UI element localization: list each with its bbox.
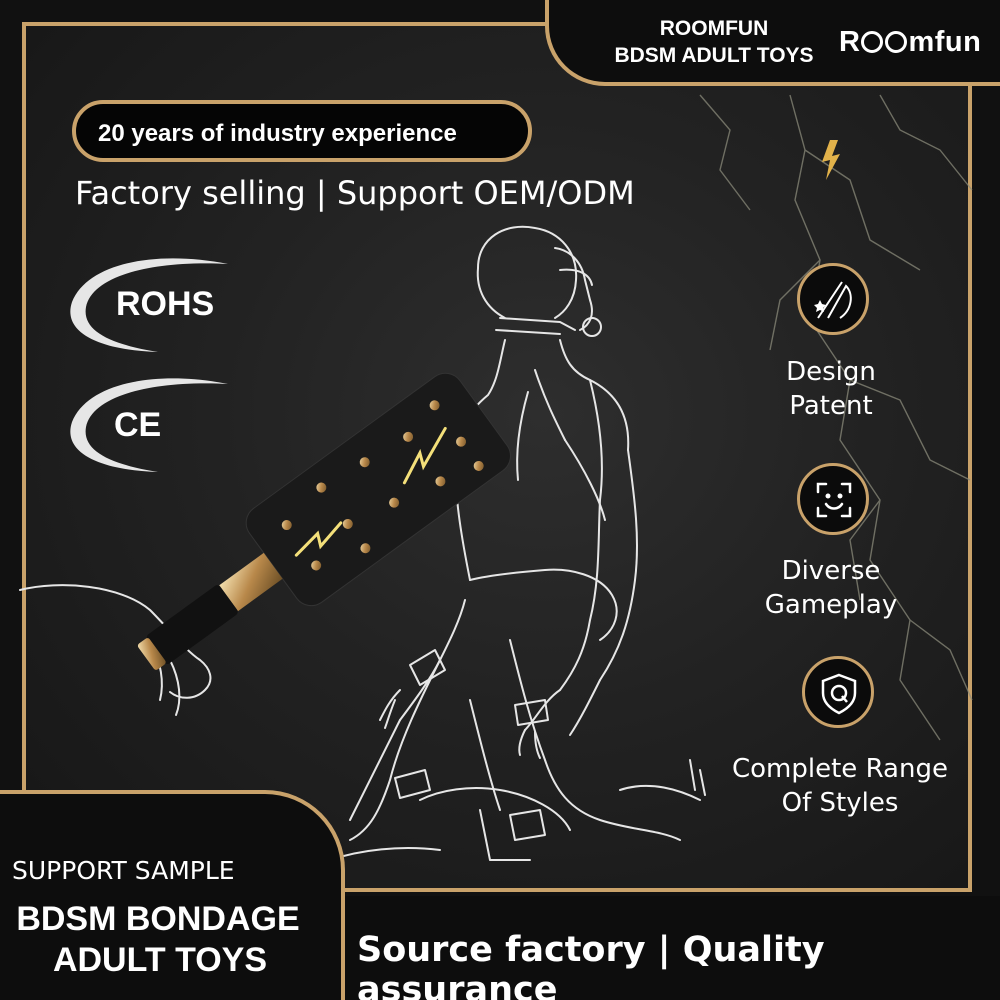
category-title-line1: BDSM BONDAGE (16, 900, 300, 938)
feature-design-patent: Design Patent (716, 355, 946, 423)
bottom-bar: Source factory | Quality assurance (345, 896, 1000, 1000)
play-face-icon (816, 482, 852, 518)
feature-range-line2: Of Styles (781, 788, 899, 818)
experience-pill: 20 years of industry experience (72, 100, 532, 162)
feature-gameplay-line2: Gameplay (764, 590, 898, 620)
logo-ring-icon (885, 31, 908, 53)
ce-badge: CE (68, 372, 238, 482)
support-sample-text: SUPPORT SAMPLE (12, 856, 235, 885)
feature-complete-range: Complete Range Of Styles (725, 752, 955, 820)
logo-ring-icon (861, 31, 884, 53)
header-brand-name: ROOMFUN (659, 17, 769, 40)
feature-range-line1: Complete Range (732, 754, 948, 784)
feature-design-line1: Design (786, 357, 876, 387)
category-title-line2: ADULT TOYS (52, 941, 268, 979)
ce-label: CE (114, 406, 162, 444)
header-category: BDSM ADULT TOYS (614, 44, 814, 67)
diverse-gameplay-badge (797, 463, 869, 535)
factory-subtitle: Factory selling | Support OEM/ODM (75, 174, 635, 212)
shield-q-icon (821, 673, 857, 715)
rohs-badge: ROHS (68, 252, 238, 362)
lightning-bolt-icon (822, 140, 840, 180)
quality-assurance-text: Source factory | Quality assurance (357, 930, 825, 1000)
feature-design-line2: Patent (789, 391, 873, 421)
shooting-star-icon (814, 281, 852, 319)
experience-text: 20 years of industry experience (98, 120, 457, 147)
bottom-left-block: SUPPORT SAMPLE BDSM BONDAGE ADULT TOYS (0, 790, 345, 1000)
design-patent-badge (797, 263, 869, 335)
styles-badge (802, 656, 874, 728)
feature-diverse-gameplay: Diverse Gameplay (716, 554, 946, 622)
rohs-label: ROHS (116, 285, 215, 323)
feature-gameplay-line1: Diverse (781, 556, 881, 586)
